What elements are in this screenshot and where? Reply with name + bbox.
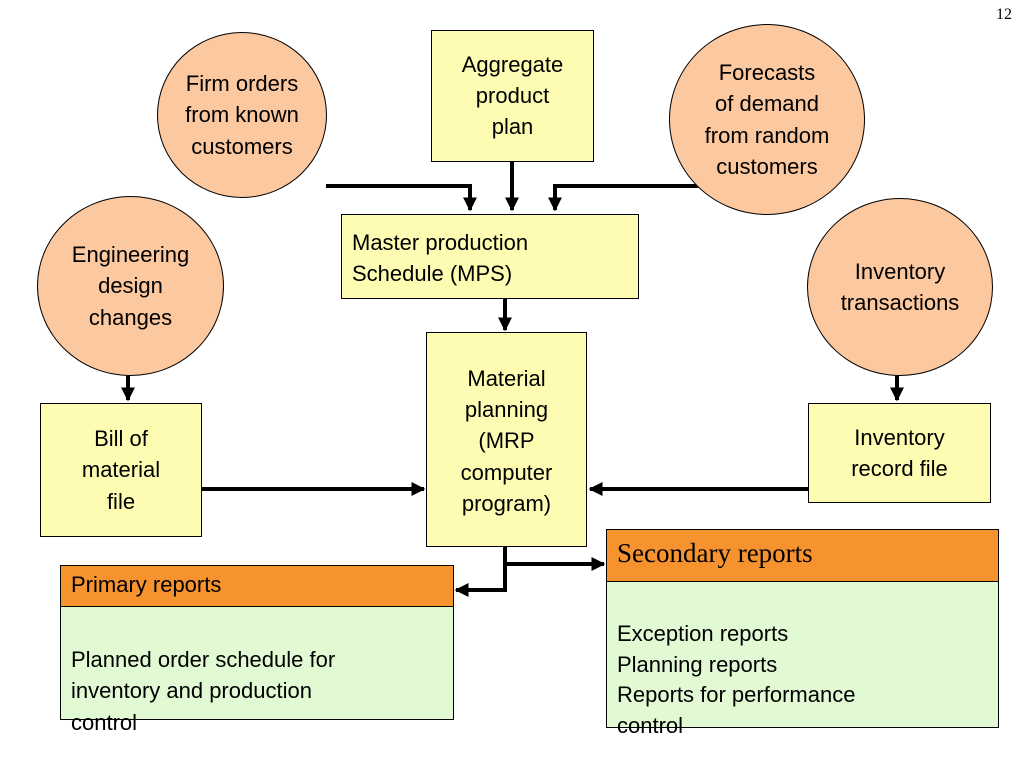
page-number: 12 <box>996 6 1012 23</box>
bill-of-material-box: Bill of material file <box>40 403 202 537</box>
aggregate-plan-box: Aggregate product plan <box>431 30 594 162</box>
firm-orders-label: Firm orders from known customers <box>185 71 299 159</box>
inventory-transactions-label: Inventory transactions <box>840 258 960 315</box>
secondary-reports-text: Exception reports Planning reports Repor… <box>617 620 856 739</box>
secondary-reports-header: Secondary reports <box>607 530 998 582</box>
inventory-record-box: Inventory record file <box>808 403 991 503</box>
arrow-firm-orders-to-mps <box>326 184 477 212</box>
mps-label: Master production Schedule (MPS) <box>352 230 529 287</box>
secondary-reports-body: Exception reports Planning reports Repor… <box>607 582 998 748</box>
inventory-transactions-circle: Inventory transactions <box>807 198 993 376</box>
bill-of-material-label: Bill of material file <box>81 426 161 514</box>
primary-reports-header: Primary reports <box>61 566 453 607</box>
primary-reports-text: Planned order schedule for inventory and… <box>71 647 336 735</box>
mrp-label: Material planning (MRP computer program) <box>460 366 553 516</box>
firm-orders-circle: Firm orders from known customers <box>157 32 327 198</box>
engineering-changes-label: Engineering design changes <box>71 242 190 330</box>
aggregate-plan-label: Aggregate product plan <box>461 52 564 140</box>
mrp-box: Material planning (MRP computer program) <box>426 332 587 547</box>
primary-reports-panel: Primary reports Planned order schedule f… <box>60 565 454 735</box>
arrow-forecasts-to-mps <box>548 184 700 212</box>
arrow-mrp-to-primary <box>454 547 507 597</box>
primary-reports-body: Planned order schedule for inventory and… <box>61 607 453 744</box>
forecasts-label: Forecasts of demand from random customer… <box>704 60 830 179</box>
engineering-changes-circle: Engineering design changes <box>37 196 224 376</box>
forecasts-circle: Forecasts of demand from random customer… <box>669 24 865 215</box>
secondary-reports-title: Secondary reports <box>617 538 813 568</box>
secondary-reports-panel: Secondary reports Exception reports Plan… <box>606 529 999 738</box>
mps-box: Master production Schedule (MPS) <box>341 214 639 299</box>
primary-reports-title: Primary reports <box>71 572 222 597</box>
inventory-record-label: Inventory record file <box>851 424 948 481</box>
